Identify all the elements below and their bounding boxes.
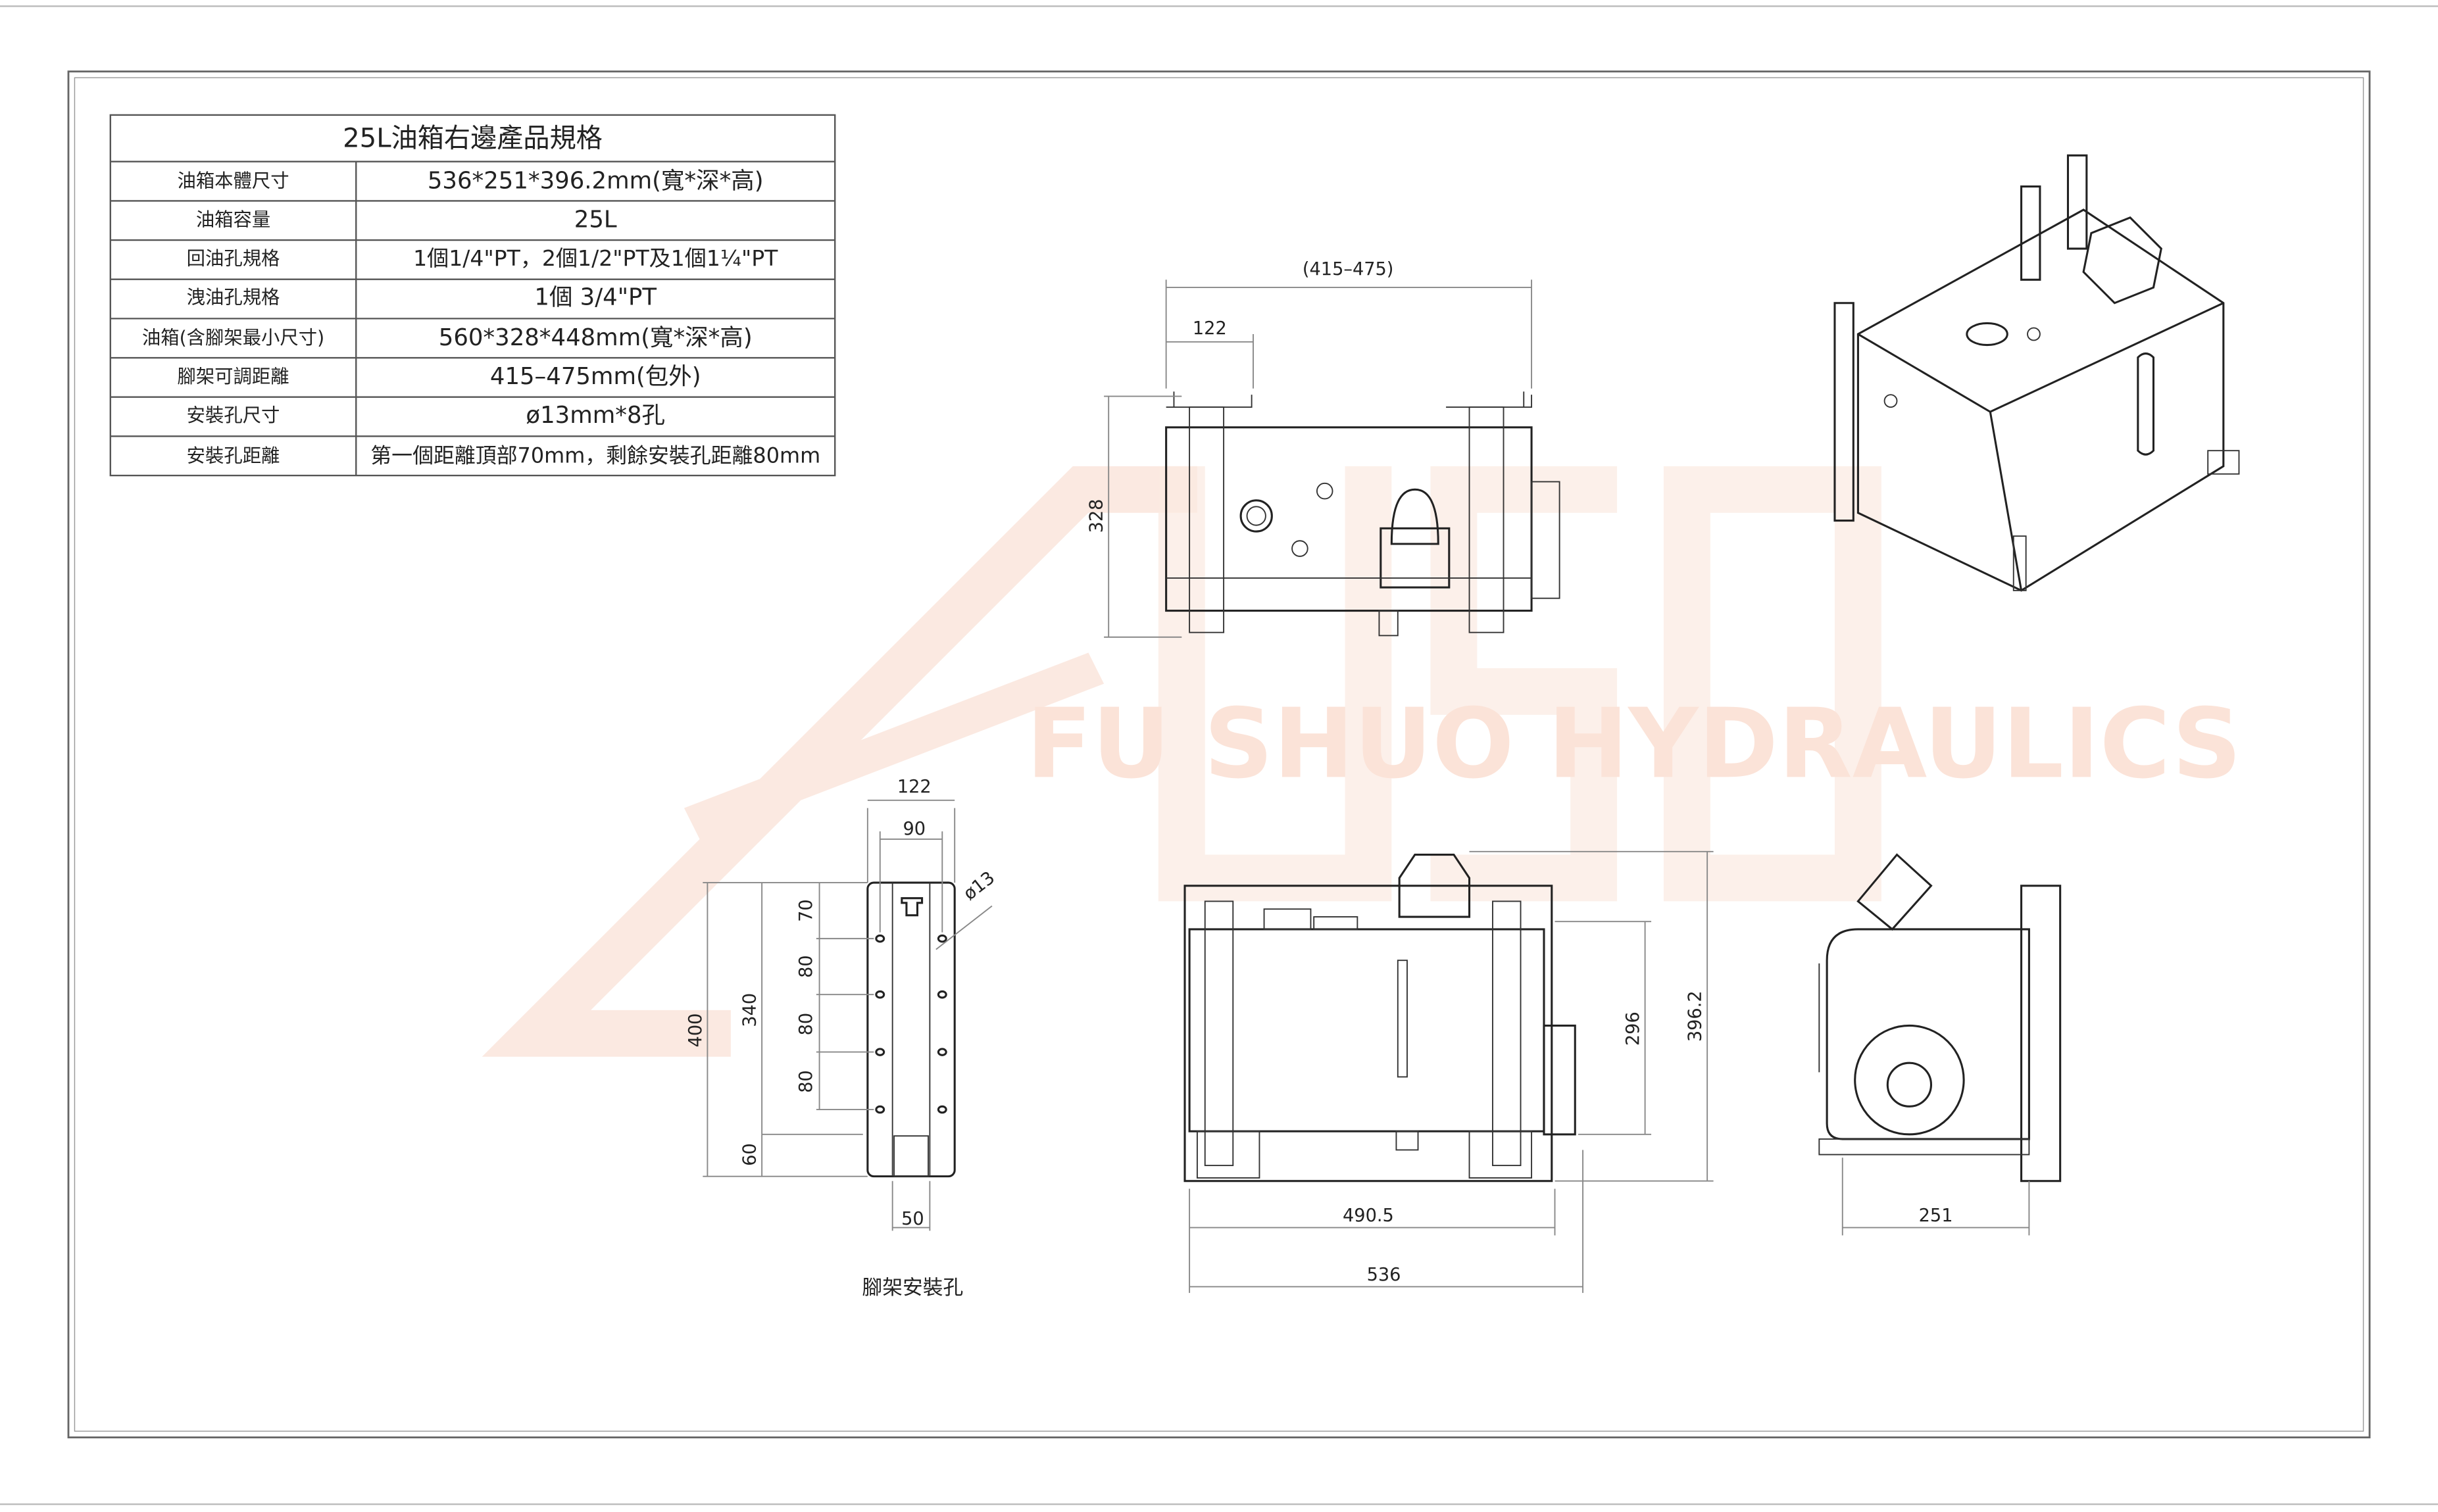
spec-value: 1個 3/4"PT [534,284,657,311]
spec-value: ø13mm*8孔 [526,402,665,429]
watermark-text: FU SHUO HYDRAULICS [1026,687,2241,800]
spec-table: 25L油箱右邊產品規格 油箱本體尺寸 536*251*396.2mm(寬*深*高… [109,114,836,477]
dim-80-label: 80 [796,955,816,978]
dim-50-label: 50 [901,1209,924,1229]
spec-value: 1個1/4"PT，2個1/2"PT及1個1¼"PT [413,245,778,271]
spec-value: 第一個距離頂部70mm，剩餘安裝孔距離80mm [370,443,820,468]
spec-table-title: 25L油箱右邊產品規格 [343,124,603,154]
dim-90-label: 90 [903,819,926,839]
dim-536-label: 536 [1367,1265,1401,1285]
dim-396-label: 396.2 [1685,990,1706,1042]
dim-range-label: (415–475) [1303,259,1393,280]
dim-122-foot-label: 122 [897,777,932,797]
foot-view-caption: 腳架安裝孔 [862,1276,964,1300]
spec-value: 415–475mm(包外) [490,363,701,390]
spec-value: 25L [574,207,617,233]
spec-value: 560*328*448mm(寬*深*高) [439,324,753,351]
spec-label: 油箱本體尺寸 [177,170,289,191]
side-view-drawing: 251 [1818,853,2062,1236]
dim-328-label: 328 [1087,499,1107,533]
watermark-logo: FU SHUO HYDRAULICS [482,466,2241,1057]
dim-251-label: 251 [1919,1206,1953,1226]
spec-label: 洩油孔規格 [187,287,280,308]
spec-label: 安裝孔距離 [187,445,280,467]
dim-122-label: 122 [1193,318,1227,339]
dim-400-label: 400 [685,1013,706,1048]
dim-490-label: 490.5 [1343,1206,1394,1226]
dim-80-label: 80 [796,1070,816,1093]
isometric-view-drawing [1833,154,2240,592]
spec-label: 安裝孔尺寸 [187,404,280,426]
front-view-drawing: 490.5 536 296 396.2 [1183,850,1714,1293]
spec-label: 回油孔規格 [187,248,280,270]
spec-label: 腳架可調距離 [177,366,289,387]
spec-value: 536*251*396.2mm(寬*深*高) [428,167,764,194]
dim-70-label: 70 [796,899,816,922]
spec-label: 油箱容量 [196,209,270,231]
dim-296-label: 296 [1623,1012,1643,1046]
dim-80-label: 80 [796,1013,816,1036]
spec-label: 油箱(含腳架最小尺寸) [142,327,324,349]
top-view-drawing: (415–475) 122 328 [1087,259,1560,638]
dim-340-label: 340 [740,993,760,1027]
dim-60-label: 60 [740,1143,760,1166]
sheet-border [67,70,2371,1439]
